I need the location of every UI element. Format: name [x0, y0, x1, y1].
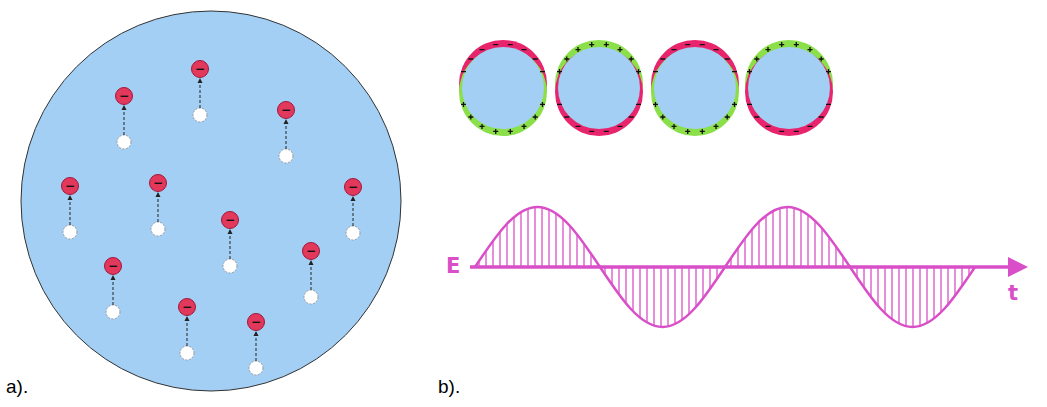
- oscillating-sphere: [745, 40, 833, 136]
- charge-sign: −: [348, 181, 358, 193]
- electron: −: [191, 60, 209, 78]
- electron: −: [178, 298, 196, 316]
- electron: −: [149, 174, 167, 192]
- ion-positions: [63, 108, 360, 375]
- electron: −: [344, 178, 362, 196]
- charge-sign: −: [281, 104, 291, 116]
- time-axis: [470, 265, 1012, 269]
- electron: −: [104, 257, 122, 275]
- panel-label: a).: [6, 377, 28, 396]
- electron: −: [247, 313, 265, 331]
- electron: −: [221, 211, 239, 229]
- arrow-heads: [68, 78, 356, 336]
- axis-arrowhead: [1008, 257, 1028, 277]
- charge-sign: −: [153, 177, 163, 189]
- charge-sign: −: [225, 214, 235, 226]
- panel-label: b).: [438, 377, 460, 396]
- charge-sign: −: [65, 180, 75, 192]
- oscillating-sphere: [555, 40, 643, 136]
- electron: −: [302, 242, 320, 260]
- displacement-arrows: [70, 83, 353, 361]
- axis-label: E: [446, 256, 460, 277]
- charge-sign: −: [306, 245, 316, 257]
- charge-sign: −: [119, 90, 129, 102]
- charge-sign: −: [195, 63, 205, 75]
- electron: −: [115, 87, 133, 105]
- metal-sphere: [21, 11, 401, 391]
- electron: −: [277, 101, 295, 119]
- charge-sign: −: [182, 301, 192, 313]
- charge-sign: −: [251, 316, 261, 328]
- oscillating-sphere: [459, 40, 547, 136]
- electron: −: [61, 177, 79, 195]
- axis-label: t: [1008, 283, 1018, 304]
- charge-sign: −: [108, 260, 118, 272]
- oscillating-sphere: [651, 40, 739, 136]
